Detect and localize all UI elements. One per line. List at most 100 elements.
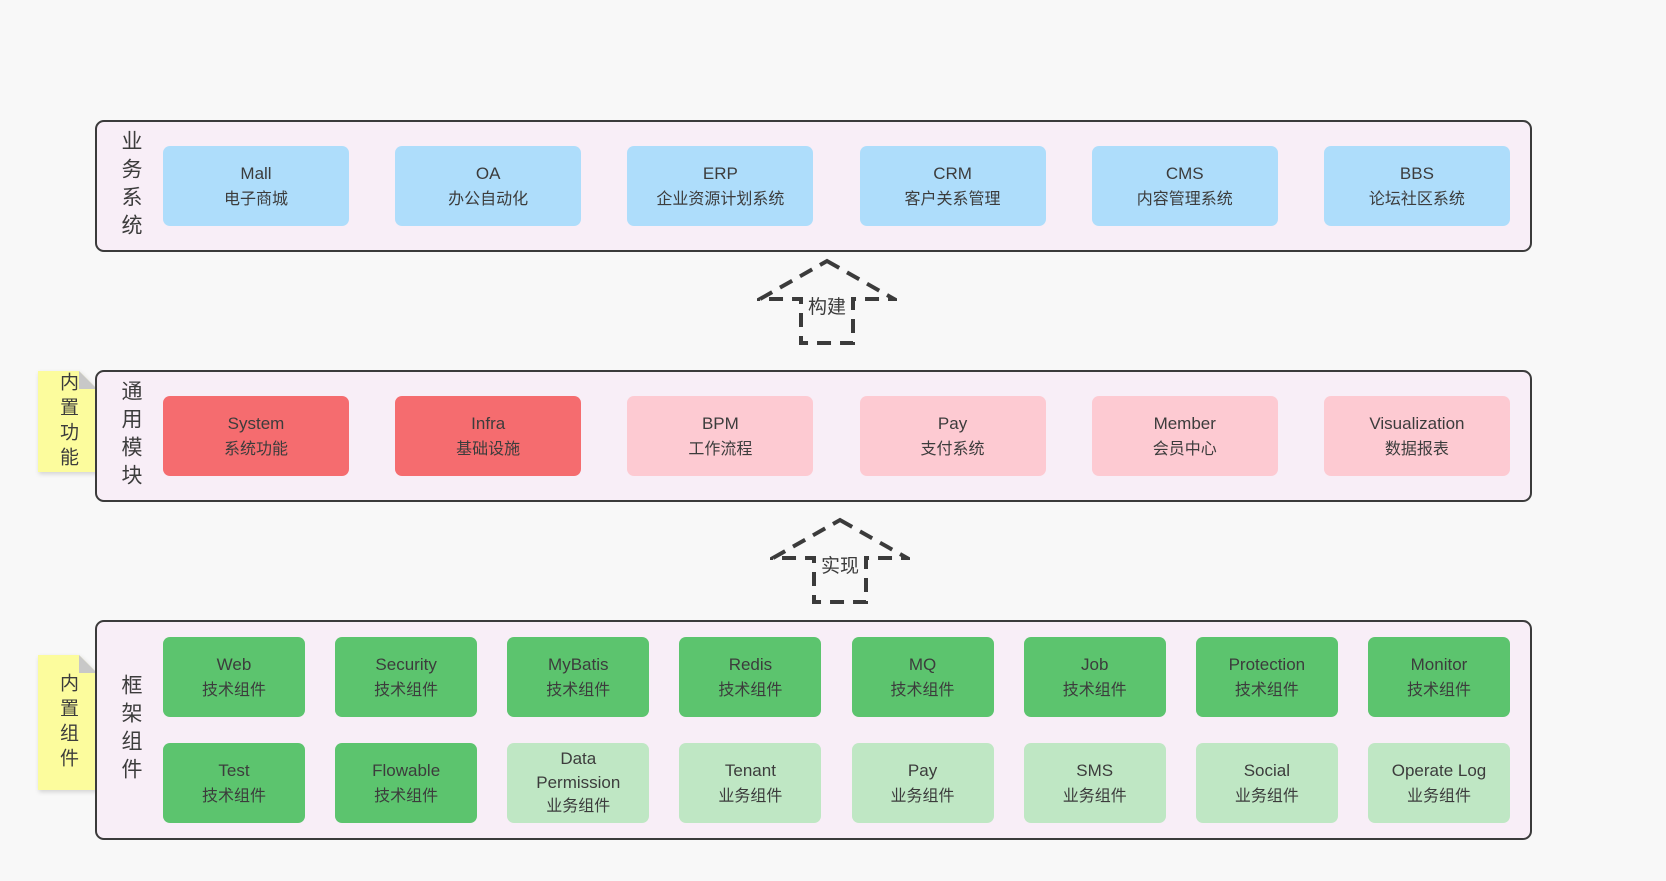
box-title: Flowable bbox=[372, 760, 441, 780]
box-title: CMS bbox=[1165, 163, 1204, 183]
note-built-in-functions: 内置功能 bbox=[38, 371, 97, 472]
box-erp: ERP 企业资源计划系统 bbox=[627, 146, 814, 226]
box-crm: CRM 客户关系管理 bbox=[859, 146, 1046, 226]
box-subtitle: 业务组件 bbox=[718, 787, 783, 805]
layer-label-modules: 通用模块 bbox=[119, 380, 142, 492]
box-subtitle: 基础设施 bbox=[456, 440, 521, 458]
arrow-implement-label: 实现 bbox=[817, 550, 863, 579]
box-cms: CMS 内容管理系统 bbox=[1091, 146, 1278, 226]
box-title: Operate Log bbox=[1391, 760, 1487, 780]
box-subtitle: 系统功能 bbox=[223, 440, 288, 458]
box-protection: Protection 技术组件 bbox=[1195, 637, 1338, 717]
box-subtitle: 技术组件 bbox=[546, 681, 611, 699]
box-flowable: Flowable 技术组件 bbox=[335, 743, 478, 823]
box-title: Member bbox=[1153, 413, 1216, 433]
components-box-row-2: Test 技术组件 Flowable 技术组件 Data Permission … bbox=[163, 743, 1510, 823]
box-title: SMS bbox=[1076, 760, 1114, 780]
box-subtitle: 技术组件 bbox=[890, 681, 955, 699]
components-box-row-1: Web 技术组件 Security 技术组件 MyBatis 技术组件 Redi… bbox=[163, 637, 1510, 717]
box-data-permission: Data Permission 业务组件 bbox=[507, 743, 650, 823]
box-subtitle: 客户关系管理 bbox=[904, 190, 1001, 208]
box-title: Web bbox=[216, 654, 252, 674]
box-subtitle: 业务组件 bbox=[890, 787, 955, 805]
box-title: Pay bbox=[907, 760, 938, 780]
components-boxes-area: Web 技术组件 Security 技术组件 MyBatis 技术组件 Redi… bbox=[145, 637, 1530, 823]
box-title: Infra bbox=[471, 413, 506, 433]
note-text: 内置组件 bbox=[57, 672, 78, 773]
box-subtitle: 技术组件 bbox=[374, 787, 439, 805]
arrow-implement: 实现 bbox=[770, 517, 910, 605]
box-oa: OA 办公自动化 bbox=[395, 146, 582, 226]
dashed-up-arrow-icon bbox=[757, 258, 897, 345]
box-subtitle: 办公自动化 bbox=[448, 190, 529, 208]
modules-box-row: System 系统功能 Infra 基础设施 BPM 工作流程 Pay 支付系统… bbox=[163, 396, 1510, 476]
box-subtitle: 技术组件 bbox=[201, 681, 266, 699]
box-title: Pay bbox=[937, 413, 968, 433]
box-title: BBS bbox=[1399, 163, 1434, 183]
box-subtitle: 业务组件 bbox=[1406, 787, 1471, 805]
box-subtitle: 论坛社区系统 bbox=[1368, 190, 1465, 208]
box-job: Job 技术组件 bbox=[1023, 637, 1166, 717]
box-pay-component: Pay 业务组件 bbox=[851, 743, 994, 823]
box-title: Monitor bbox=[1410, 654, 1468, 674]
box-monitor: Monitor 技术组件 bbox=[1367, 637, 1510, 717]
box-title: Social bbox=[1243, 760, 1290, 780]
box-subtitle: 数据报表 bbox=[1384, 440, 1449, 458]
arrow-build-label: 构建 bbox=[804, 291, 850, 320]
layer-business-systems: 业务系统 Mall 电子商城 OA 办公自动化 ERP 企业资源计划系统 CRM… bbox=[95, 120, 1532, 252]
box-subtitle: 会员中心 bbox=[1152, 440, 1217, 458]
box-social: Social 业务组件 bbox=[1195, 743, 1338, 823]
box-subtitle: 业务组件 bbox=[1234, 787, 1299, 805]
box-infra: Infra 基础设施 bbox=[395, 396, 582, 476]
box-title: Visualization bbox=[1369, 413, 1465, 433]
box-title: Protection bbox=[1228, 654, 1306, 674]
box-subtitle: 技术组件 bbox=[374, 681, 439, 699]
layer-label-components: 框架组件 bbox=[119, 674, 142, 786]
box-title: Test bbox=[218, 760, 250, 780]
arrow-build: 构建 bbox=[757, 258, 897, 346]
note-text: 内置功能 bbox=[57, 371, 78, 472]
box-test: Test 技术组件 bbox=[163, 743, 305, 823]
box-web: Web 技术组件 bbox=[163, 637, 305, 717]
layer-common-modules: 通用模块 System 系统功能 Infra 基础设施 BPM 工作流程 Pay… bbox=[95, 370, 1532, 502]
box-title: Redis bbox=[728, 654, 773, 674]
box-security: Security 技术组件 bbox=[335, 637, 478, 717]
box-visualization: Visualization 数据报表 bbox=[1323, 396, 1510, 476]
box-mybatis: MyBatis 技术组件 bbox=[507, 637, 650, 717]
box-title: Tenant bbox=[724, 760, 776, 780]
modules-boxes-area: System 系统功能 Infra 基础设施 BPM 工作流程 Pay 支付系统… bbox=[145, 396, 1530, 476]
box-bpm: BPM 工作流程 bbox=[627, 396, 814, 476]
box-sms: SMS 业务组件 bbox=[1023, 743, 1166, 823]
box-mall: Mall 电子商城 bbox=[163, 146, 349, 226]
box-system: System 系统功能 bbox=[163, 396, 349, 476]
box-subtitle: 工作流程 bbox=[688, 440, 753, 458]
box-mq: MQ 技术组件 bbox=[851, 637, 994, 717]
box-title: System bbox=[227, 413, 285, 433]
box-title: Mall bbox=[240, 163, 272, 183]
box-subtitle: 技术组件 bbox=[718, 681, 783, 699]
box-operate-log: Operate Log 业务组件 bbox=[1367, 743, 1510, 823]
box-subtitle: 电子商城 bbox=[223, 190, 288, 208]
sticky-note-paper bbox=[38, 655, 97, 790]
box-title: CRM bbox=[933, 163, 972, 183]
box-subtitle: 技术组件 bbox=[1234, 681, 1299, 699]
note-built-in-components: 内置组件 bbox=[38, 655, 97, 790]
box-tenant: Tenant 业务组件 bbox=[679, 743, 822, 823]
box-subtitle: 业务组件 bbox=[1062, 787, 1127, 805]
layer-framework-components: 框架组件 Web 技术组件 Security 技术组件 MyBatis 技术组件… bbox=[95, 620, 1532, 840]
box-member: Member 会员中心 bbox=[1091, 396, 1278, 476]
business-boxes-area: Mall 电子商城 OA 办公自动化 ERP 企业资源计划系统 CRM 客户关系… bbox=[145, 146, 1530, 226]
box-redis: Redis 技术组件 bbox=[679, 637, 822, 717]
business-box-row: Mall 电子商城 OA 办公自动化 ERP 企业资源计划系统 CRM 客户关系… bbox=[163, 146, 1510, 226]
box-title: Job bbox=[1080, 654, 1109, 674]
layer-label-business: 业务系统 bbox=[119, 130, 142, 242]
box-subtitle: 业务组件 bbox=[546, 798, 611, 815]
box-title: MyBatis bbox=[548, 654, 609, 674]
box-subtitle: 技术组件 bbox=[1406, 681, 1471, 699]
dashed-up-arrow-icon bbox=[770, 517, 910, 604]
box-subtitle: 企业资源计划系统 bbox=[656, 190, 785, 208]
box-subtitle: 内容管理系统 bbox=[1136, 190, 1233, 208]
box-bbs: BBS 论坛社区系统 bbox=[1323, 146, 1510, 226]
box-subtitle: 技术组件 bbox=[1062, 681, 1127, 699]
